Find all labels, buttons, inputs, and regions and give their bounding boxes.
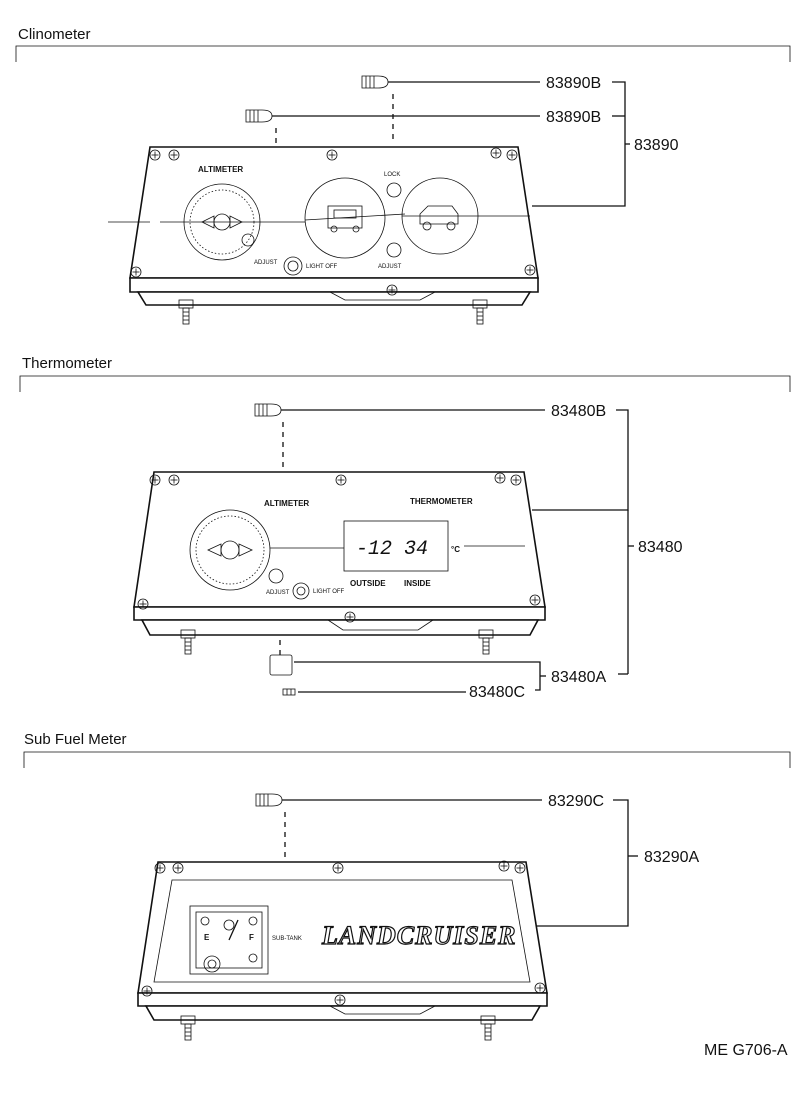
lock-knob[interactable]	[386, 182, 402, 198]
bulb-icon	[361, 75, 389, 89]
gauge-f-label: F	[249, 933, 254, 942]
section-bracket	[19, 375, 791, 392]
adjust-label: ADJUST	[266, 590, 290, 596]
altimeter-dial: ALTIMETER ADJUST LIGHT OFF	[160, 165, 338, 276]
part-number: 83890	[634, 137, 679, 154]
inside-label: INSIDE	[404, 579, 431, 588]
brand-logo: LANDCRUISER	[321, 921, 517, 950]
altimeter-label: ALTIMETER	[198, 165, 243, 174]
part-number: 83480	[638, 539, 683, 556]
adjust-knob[interactable]	[241, 233, 255, 247]
section-title-sub-fuel-meter: Sub Fuel Meter	[24, 731, 127, 748]
adjust-knob[interactable]	[386, 242, 402, 258]
screw-icon	[282, 688, 296, 696]
temperature-display: THERMOMETER -12 34 °C OUTSIDE INSIDE	[343, 497, 525, 588]
part-number: 83290A	[644, 849, 699, 866]
sub-fuel-meter-section: Sub Fuel Meter 83290C 83290A	[23, 731, 791, 1041]
lock-label: LOCK	[384, 172, 400, 178]
gauge-needle	[228, 919, 239, 941]
altimeter-dial: ALTIMETER ADJUST LIGHT OFF	[189, 499, 345, 600]
light-off-button[interactable]	[292, 582, 310, 600]
fuel-switch-button[interactable]	[203, 955, 221, 973]
fuel-gauge: E F SUB-TANK	[189, 905, 302, 975]
thermometer-label: THERMOMETER	[410, 497, 473, 506]
diagram-code: ME G706-A	[704, 1042, 788, 1059]
part-number: 83890B	[546, 109, 601, 126]
section-bracket	[23, 751, 791, 768]
light-off-button[interactable]	[283, 256, 303, 276]
altimeter-label: ALTIMETER	[264, 499, 309, 508]
adjust-label: ADJUST	[378, 264, 402, 270]
gauge-e-label: E	[204, 933, 210, 942]
sub-fuel-meter-housing	[137, 860, 548, 1041]
part-number: 83290C	[548, 793, 604, 810]
knob-icon	[269, 654, 293, 676]
light-off-label: LIGHT OFF	[313, 589, 345, 595]
thermometer-section: Thermometer 83480B 83480 83480A 83480C	[19, 355, 791, 701]
pitch-dial: LOCK ADJUST	[304, 172, 406, 270]
tank-label: SUB-TANK	[272, 936, 302, 942]
part-number: 83480B	[551, 403, 606, 420]
part-number: 83480A	[551, 669, 606, 686]
lcd-reading: -12 34	[356, 538, 428, 561]
clinometer-housing	[108, 146, 539, 325]
bracket-line	[536, 799, 629, 927]
section-title-clinometer: Clinometer	[18, 26, 91, 43]
bracket-line	[532, 409, 629, 511]
bulb-icon	[245, 109, 273, 123]
bracket-line	[532, 81, 626, 207]
part-number: 83890B	[546, 75, 601, 92]
outside-label: OUTSIDE	[350, 579, 386, 588]
thermometer-housing	[133, 471, 546, 655]
clinometer-section: Clinometer 83890B 83890B 83890	[15, 26, 791, 325]
adjust-label: ADJUST	[254, 260, 278, 266]
bulb-icon	[255, 793, 283, 807]
roll-dial	[401, 177, 530, 255]
light-off-label: LIGHT OFF	[306, 264, 338, 270]
bulb-icon	[254, 403, 282, 417]
part-number: 83480C	[469, 684, 525, 701]
section-title-thermometer: Thermometer	[22, 355, 112, 372]
section-bracket	[15, 45, 791, 62]
adjust-knob[interactable]	[268, 568, 284, 584]
unit-label: °C	[451, 545, 460, 554]
